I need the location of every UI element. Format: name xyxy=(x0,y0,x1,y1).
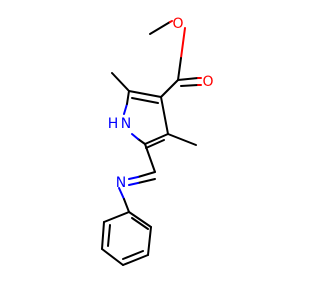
imine-double-bond-blue-lower xyxy=(128,182,139,186)
carbonyl-double-bond-black-upper xyxy=(177,77,199,81)
carbonyl-to-pyrrole-bond xyxy=(160,79,179,98)
imine-double-bond-black-lower xyxy=(137,178,156,184)
pyrrole-c3-c2-bond-inner xyxy=(131,97,159,104)
carbonyl-double-bond-black-lower xyxy=(180,84,199,87)
methyl-to-ether-o-bond-left xyxy=(149,21,171,35)
pyrrole-c3-c2-bond-outer xyxy=(128,90,162,98)
pyrrole-c4-c5-bond-inner xyxy=(145,139,165,149)
phenyl-bond-2 xyxy=(147,226,152,256)
methyl-to-ether-o-bond-right xyxy=(169,20,173,23)
c5-to-vinyl-c-bond xyxy=(144,143,156,173)
pyrrole-n-c2-bond-black xyxy=(126,90,130,105)
pyrrole-n-c2-bond-blue xyxy=(123,103,128,115)
c4-methyl-bond xyxy=(167,133,197,146)
c2-methyl-bond xyxy=(111,72,130,92)
ether-o-to-carbonyl-c-bond-red xyxy=(180,27,186,59)
imine-n-to-phenyl-bond-blue xyxy=(118,187,125,200)
phenyl-bond-4 xyxy=(101,248,124,266)
ether-oxygen-label: O xyxy=(172,16,183,32)
chemical-structure-canvas: O O N H N xyxy=(101,16,214,266)
phenyl-bond-6 xyxy=(103,211,130,223)
phenyl-bond-1 xyxy=(128,211,152,228)
ring-nitrogen-label: N xyxy=(121,116,131,132)
phenyl-bond-5-inner xyxy=(107,224,111,247)
phenyl-bond-3-inner xyxy=(122,250,144,260)
phenyl-bond-5 xyxy=(101,221,105,250)
pyrrole-c4-c5-bond-outer xyxy=(144,133,169,145)
carbonyl-oxygen-label: O xyxy=(202,74,213,90)
ring-hydrogen-label: H xyxy=(108,116,119,132)
pyrrole-c5-n-bond-black xyxy=(137,138,146,145)
imine-double-bond-blue-upper xyxy=(128,176,139,180)
imine-double-bond-black-upper xyxy=(137,171,156,178)
imine-n-to-phenyl-bond-black xyxy=(123,198,130,213)
pyrrole-c3-c4-bond xyxy=(160,96,169,135)
phenyl-bond-3 xyxy=(122,254,149,266)
molecule-diagram: O O N H N xyxy=(101,16,214,266)
imine-nitrogen-label: N xyxy=(116,175,126,191)
pyrrole-c5-n-bond-blue xyxy=(131,133,139,140)
ether-o-to-carbonyl-c-bond-black xyxy=(177,57,182,81)
phenyl-bond-1-inner xyxy=(131,217,149,230)
